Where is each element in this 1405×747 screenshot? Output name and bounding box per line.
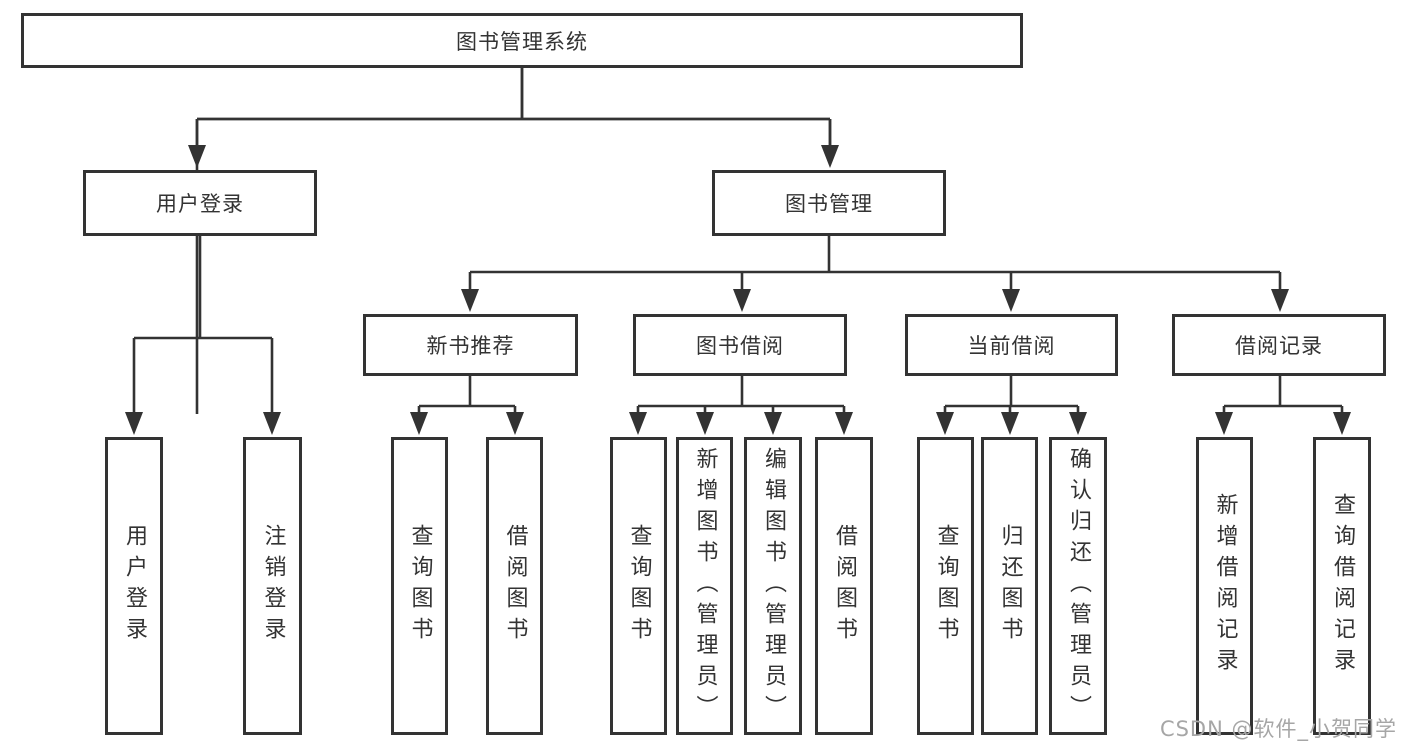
leaf-logout: 注销登录 — [243, 437, 302, 735]
leaf-current-return-books: 归还图书 — [981, 437, 1038, 735]
node-label: 借阅图书 — [832, 524, 857, 648]
node-label: 查询借阅记录 — [1330, 493, 1355, 679]
node-current-borrowing: 当前借阅 — [905, 314, 1118, 376]
leaf-newbook-query-books: 查询图书 — [391, 437, 448, 735]
leaf-borrow-edit-books-admin: 编辑图书（管理员） — [744, 437, 802, 735]
node-label: 图书借阅 — [696, 334, 784, 358]
csdn-watermark: CSDN @软件_小贺同学 — [1159, 717, 1397, 741]
node-label: 图书管理系统 — [456, 29, 588, 54]
node-label: 新增借阅记录 — [1212, 493, 1238, 679]
node-book-management: 图书管理 — [712, 170, 946, 236]
node-label: 编辑图书（管理员） — [761, 446, 786, 726]
node-root-library-system: 图书管理系统 — [21, 13, 1023, 68]
leaf-records-add-record: 新增借阅记录 — [1196, 437, 1253, 735]
node-new-book-recommend: 新书推荐 — [363, 314, 578, 376]
leaf-borrow-add-books-admin: 新增图书（管理员） — [676, 437, 733, 735]
leaf-user-login: 用户登录 — [105, 437, 163, 735]
node-label: 新书推荐 — [426, 334, 515, 358]
node-book-borrowing: 图书借阅 — [633, 314, 847, 376]
leaf-borrow-borrow-books: 借阅图书 — [815, 437, 873, 735]
node-label: 借阅记录 — [1235, 334, 1323, 358]
node-label: 查询图书 — [626, 524, 652, 648]
node-label: 查询图书 — [933, 524, 959, 648]
node-label: 图书管理 — [785, 192, 873, 216]
node-label: 用户登录 — [122, 524, 147, 648]
node-label: 新增图书（管理员） — [692, 446, 718, 726]
leaf-current-confirm-return-admin: 确认归还（管理员） — [1049, 437, 1107, 735]
node-label: 注销登录 — [260, 524, 286, 648]
node-label: 借阅图书 — [502, 524, 528, 648]
leaf-records-query-record: 查询借阅记录 — [1313, 437, 1371, 735]
leaf-borrow-query-books: 查询图书 — [610, 437, 667, 735]
leaf-newbook-borrow-books: 借阅图书 — [486, 437, 543, 735]
node-label: 用户登录 — [156, 192, 244, 216]
node-label: 确认归还（管理员） — [1066, 446, 1091, 726]
leaf-current-query-books: 查询图书 — [917, 437, 974, 735]
node-borrowing-records: 借阅记录 — [1172, 314, 1386, 376]
node-user-login: 用户登录 — [83, 170, 317, 236]
node-label: 当前借阅 — [967, 334, 1056, 358]
node-label: 查询图书 — [407, 524, 433, 648]
arrowheads — [125, 145, 1351, 435]
node-label: 归还图书 — [997, 524, 1023, 648]
